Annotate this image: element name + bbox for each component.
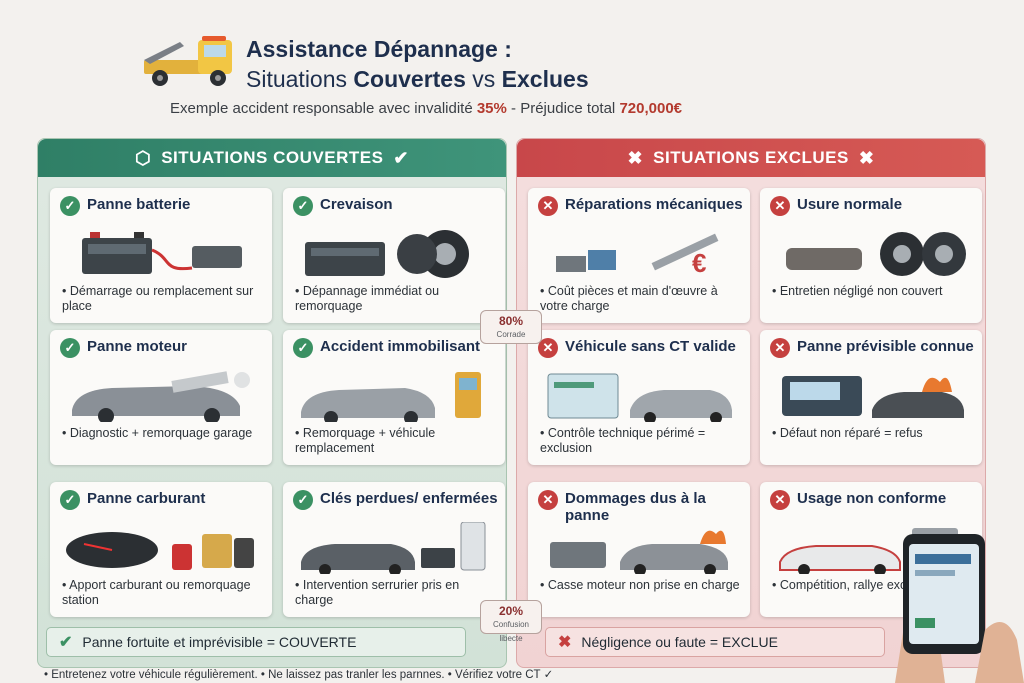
check-icon: ✔ (393, 147, 409, 168)
card-desc: • Diagnostic + remorquage garage (62, 426, 253, 440)
check-icon: ✓ (293, 196, 313, 216)
card-title: Véhicule sans CT valide (565, 338, 736, 355)
covered-summary: ✔ Panne fortuite et imprévisible = COUVE… (46, 627, 466, 657)
excluded-card-known-fault: ✕ Panne prévisible connue • Défaut non ré… (760, 330, 982, 465)
card-title: Accident immobilisant (320, 338, 481, 355)
diagnostic-fire-icon (782, 376, 964, 418)
car-engine-icon (72, 371, 250, 422)
excluded-card-no-ct: ✕ Véhicule sans CT valide • Contrôle tech… (528, 330, 750, 465)
card-desc: • Remorquage + véhicule remplacement (295, 426, 436, 455)
battery-icon (82, 232, 242, 274)
excluded-card-wear: ✕ Usure normale • Entretien négligé non c… (760, 188, 982, 323)
cross-icon: ✕ (770, 196, 790, 216)
card-title: Usure normale (797, 196, 903, 213)
covered-card-battery: ✓ Panne batterie • Démarrage ou remplacem… (50, 188, 272, 323)
broken-engine-icon (550, 530, 728, 574)
card-desc: • Compétition, rallye exclus (772, 578, 923, 592)
smartphone-hand-icon (895, 534, 1024, 683)
check-icon: ✔ (59, 634, 73, 651)
shield-icon: ⬡ (134, 147, 152, 168)
check-icon: ✓ (293, 490, 313, 510)
inspection-screen-icon (547, 373, 732, 422)
excluded-summary: ✖ Négligence ou faute = EXCLUE (545, 627, 885, 657)
card-desc: • Apport carburant ou remorquage station (62, 578, 251, 607)
cross-icon: ✕ (770, 338, 790, 358)
header: Assistance Dépannage : Situations Couver… (0, 0, 1024, 132)
subtitle: Exemple accident responsable avec invali… (170, 100, 683, 117)
card-desc: • Intervention serrurier pris en charge (295, 578, 460, 607)
excluded-card-repairs: ✕ Réparations mécaniques € • Coût pièces … (528, 188, 750, 323)
cross-icon: ✕ (538, 196, 558, 216)
card-title: Usage non conforme (797, 490, 947, 507)
check-icon: ✓ (60, 338, 80, 358)
card-desc: • Entretien négligé non couvert (772, 284, 943, 298)
card-desc: • Coût pièces et main d'œuvre à votre ch… (540, 284, 718, 313)
card-title: Panne carburant (87, 490, 206, 507)
cross-icon: ✖ (558, 634, 572, 651)
ratio-tag-80: 80%Corrade (480, 310, 542, 344)
card-title: Panne prévisible connue (797, 338, 974, 355)
excluded-card-damage: ✕ Dommages dus à la panne • Casse moteur … (528, 482, 750, 617)
card-desc: • Démarrage ou remplacement sur place (62, 284, 254, 313)
card-title: Panne batterie (87, 196, 191, 213)
covered-heading: ⬡ SITUATIONS COUVERTES ✔ (38, 139, 506, 177)
cross-icon: ✖ (627, 147, 644, 168)
cross-icon: ✖ (858, 147, 875, 168)
card-desc: • Dépannage immédiat ou remorquage (295, 284, 440, 313)
fuel-gauge-icon (66, 532, 254, 570)
card-desc: • Casse moteur non prise en charge (540, 578, 740, 592)
tire-icon (305, 230, 469, 278)
cross-icon: ✕ (538, 490, 558, 510)
covered-card-engine: ✓ Panne moteur • Diagnostic + remorquage … (50, 330, 272, 465)
covered-card-fuel: ✓ Panne carburant • Apport carburant ou r… (50, 482, 272, 617)
card-title: Panne moteur (87, 338, 188, 355)
locksmith-car-icon (301, 522, 486, 574)
covered-card-puncture: ✓ Crevaison • Dépannage immédiat ou remor… (283, 188, 505, 323)
covered-card-accident: ✓ Accident immobilisant • Remorquage + vé… (283, 330, 505, 465)
check-icon: ✓ (293, 338, 313, 358)
ratio-tag-20: 20%Confusion libecte (480, 600, 542, 643)
title-line1: Assistance Dépannage : (246, 36, 512, 62)
title-line2: Situations Couvertes vs Exclues (246, 66, 589, 92)
cross-icon: ✕ (770, 490, 790, 510)
check-icon: ✓ (60, 196, 80, 216)
card-title: Clés perdues/ enfermées (320, 490, 498, 507)
footer-tips: • Entretenez votre véhicule régulièremen… (44, 669, 554, 681)
card-title: Réparations mécaniques (565, 196, 743, 213)
tow-truck-icon (144, 36, 232, 86)
check-icon: ✓ (60, 490, 80, 510)
card-title: Crevaison (320, 196, 393, 213)
card-title: Dommages dus à la panne (565, 490, 706, 524)
cross-icon: ✕ (538, 338, 558, 358)
excluded-heading: ✖ SITUATIONS EXCLUES ✖ (517, 139, 985, 177)
card-desc: • Contrôle technique périmé = exclusion (540, 426, 706, 455)
wrench-euro-icon: € (556, 233, 719, 278)
covered-card-keys: ✓ Clés perdues/ enfermées • Intervention … (283, 482, 505, 617)
worn-tires-icon (786, 232, 966, 276)
crashed-car-icon (301, 372, 481, 422)
svg-text:€: € (692, 248, 706, 278)
card-desc: • Défaut non réparé = refus (772, 426, 923, 440)
